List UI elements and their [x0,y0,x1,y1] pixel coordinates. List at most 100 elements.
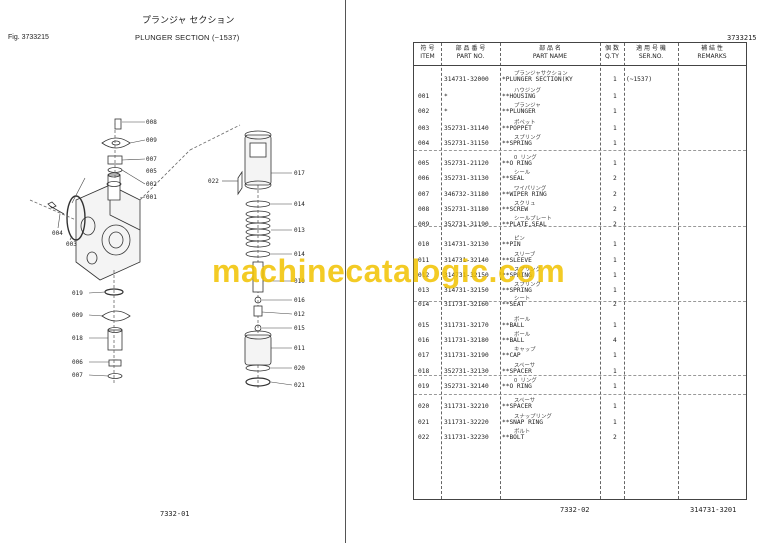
row-qty: 1 [613,140,617,147]
row-part-name-jp: スリーブ [514,252,536,258]
row-part-number: 352731-31140 [444,125,489,132]
callout: 010 [294,278,305,285]
row-item: 014 [418,301,430,308]
row-qty: 1 [613,93,617,100]
row-part-name-jp: シート [514,296,531,302]
row-part-number: 346732-31180 [444,191,489,198]
row-part-name: **SCREW [502,206,529,213]
row-qty: 1 [613,108,617,115]
row-part-number: 352731-31190 [444,221,489,228]
row-qty: 4 [613,337,617,344]
row-part-name-jp: スプリング [514,135,541,141]
row-part-name-jp: ポペット [514,120,536,126]
header-ser-jp: 適 用 号 機 [636,45,666,52]
row-part-name: **POPPET [502,125,532,132]
row-qty: 2 [613,191,617,198]
row-qty: 1 [613,287,617,294]
row-part-number: 314731-32130 [444,241,489,248]
row-item: 012 [418,272,430,279]
header-remarks: REMARKS [697,53,727,60]
row-item: 021 [418,419,430,426]
row-qty: 1 [613,322,617,329]
row-part-number: 352731-21120 [444,160,489,167]
row-item: 007 [418,191,430,198]
row-part-number: 311731-32230 [444,434,489,441]
row-item: 003 [418,125,430,132]
callout: 013 [294,227,305,234]
row-part-number: 314731-32000 [444,76,489,83]
header-ser: SER.NO. [638,53,664,60]
row-qty: 1 [613,403,617,410]
left-footer: 7332-01 [160,510,190,518]
row-item: 004 [418,140,430,147]
row-part-name: **O RING [502,160,532,167]
row-part-name: **WIPER RING [502,191,547,198]
callout: 007 [146,156,157,163]
row-part-number: 352731-31150 [444,140,489,147]
row-part-number: 311731-32220 [444,419,489,426]
callout: 006 [72,359,83,366]
callout: 001 [146,194,157,201]
row-part-name-jp: プランジャサクション [514,71,568,77]
row-item: 013 [418,287,430,294]
row-item: 006 [418,175,430,182]
row-qty: 1 [613,241,617,248]
row-part-name-jp: O リング [514,155,537,161]
row-part-name-jp: ワイパリング [514,186,547,192]
callout: 022 [208,178,219,185]
document-number: 3733215 [727,34,757,42]
callout: 018 [72,335,83,342]
row-qty: 1 [613,257,617,264]
callout: 016 [294,297,305,304]
row-qty: 1 [613,160,617,167]
row-qty: 2 [613,221,617,228]
row-item: 001 [418,93,430,100]
row-part-name-jp: ボール [514,317,531,323]
watermark-logo: machinecatalogic.com [212,253,566,289]
right-footer-right: 314731-3201 [690,506,737,514]
callout: 014 [294,251,305,258]
row-part-name-jp: スプリング [514,282,541,288]
row-part-name-jp: ハウジング [514,88,541,94]
row-part-number: 314731-32140 [444,257,489,264]
page-divider [345,0,346,543]
callout: 020 [294,365,305,372]
table-row: 003 352731-31140 **POPPET 1 ポペット [414,120,746,136]
exploded-diagram: 008 009 007 002 001 005 004 003 019 009 … [29,118,305,390]
row-part-name-jp: ボルト [514,429,531,435]
row-part-number: 311731-32210 [444,403,489,410]
row-part-name: **O RING [502,383,532,390]
row-part-name: **SPRING [502,140,532,147]
row-item: 016 [418,337,430,344]
row-part-name-jp: シール [514,170,531,176]
row-qty: 2 [613,175,617,182]
row-part-name: **BOLT [502,434,525,441]
row-qty: 1 [613,419,617,426]
row-part-number: * [444,108,448,115]
row-part-number: 311731-32180 [444,337,489,344]
page-title: PLUNGER SECTION (~1537) [135,33,240,42]
row-qty: 2 [613,434,617,441]
row-part-name: **PIN [502,241,521,248]
row-part-name-jp: スナップリング [514,414,552,420]
row-item: 017 [418,352,430,359]
callout: 014 [294,201,305,208]
header-name-jp: 部 品 名 [539,45,561,52]
row-qty: 1 [613,368,617,375]
row-part-name-jp: スクリュ [514,201,536,207]
row-qty: 1 [613,125,617,132]
callout: 009 [72,312,83,319]
row-serial: (~1537) [626,76,653,83]
right-footer-center: 7332-02 [560,506,590,514]
row-part-name: **HOUSING [502,93,536,100]
